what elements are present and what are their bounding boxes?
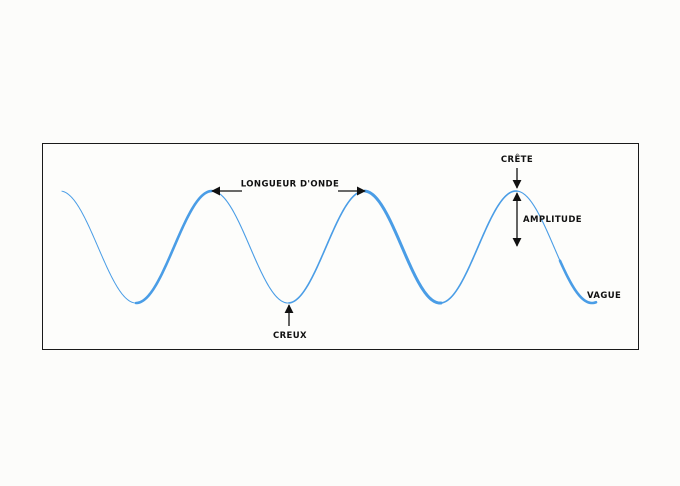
wave-segment-6 xyxy=(440,190,518,304)
wave-segment-8 xyxy=(558,259,598,305)
crest-label: CRÊTE xyxy=(501,153,533,165)
wave-segment-1 xyxy=(61,190,137,304)
trough-label: CREUX xyxy=(273,331,307,341)
diagram-frame xyxy=(42,143,639,350)
wave-label: VAGUE xyxy=(587,291,621,301)
amplitude-label: AMPLITUDE xyxy=(523,215,582,225)
wave-segment-4 xyxy=(288,190,366,304)
wave-segment-5 xyxy=(363,189,443,305)
wavelength-label: LONGUEUR D'ONDE xyxy=(241,180,339,190)
wave-segment-2 xyxy=(134,189,214,305)
wave-segment-7 xyxy=(516,190,561,262)
wave-segment-3 xyxy=(211,190,290,304)
wave xyxy=(61,189,598,305)
wavelength-label-backdrop xyxy=(242,183,338,198)
